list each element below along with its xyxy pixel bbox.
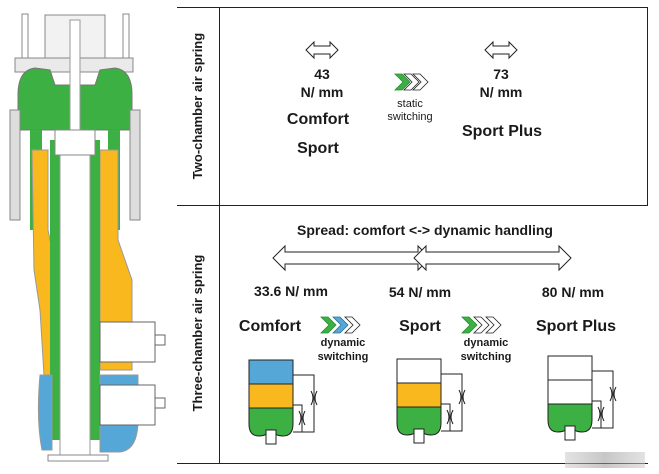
dynamic-switching-label-2: switching [460,351,512,363]
throttle-valve-icon [597,406,601,422]
mode-sport-plus: Sport Plus [535,318,616,335]
throttle-valve-icon [613,386,617,402]
dynamic-switching-chevrons-icon [320,316,361,334]
spread-double-arrow-icon [272,244,572,272]
throttle-valve-icon [446,409,450,425]
piston-rod [413,428,425,444]
chamber-middle [396,382,442,408]
frame-right [647,7,648,206]
watermark [565,452,645,468]
two-chamber-left-value: 43 [314,66,330,82]
throttle-valve-icon [450,409,454,425]
frame-top [177,7,648,8]
valve-line-outer [293,374,315,433]
valve-line-outer [441,373,463,432]
mode-sport: Sport [297,140,339,157]
dynamic-switching-label-1: dynamic [463,337,509,349]
dynamic-switching-chevrons-icon [461,316,502,334]
mode-comfort: Comfort [286,111,350,128]
stiffness-sport: 54 N/ mm [388,284,452,300]
double-arrow-icon [484,40,518,60]
air-spring-cross-section [9,13,166,462]
frame-label-divider [219,7,220,464]
static-switching-chevrons-icon [394,73,429,91]
static-switching-label-2: switching [387,111,433,123]
throttle-valve-icon [458,389,462,405]
three-chamber-section-label: Three-chamber air spring [190,254,205,412]
chamber-top [248,359,294,385]
chamber-top [547,355,593,381]
two-chamber-section-label: Two-chamber air spring [190,32,205,180]
spread-label: Spread: comfort <-> dynamic handling [297,222,553,238]
throttle-valve-icon [462,389,466,405]
throttle-valve-icon [314,390,318,406]
chamber-middle [547,379,593,405]
chamber-diagram-sport-plus [547,355,617,441]
valve-line-inner [293,404,303,432]
throttle-valve-icon [298,410,302,426]
dynamic-switching-label-2: switching [317,351,369,363]
valve-line-inner [592,400,602,428]
mode-comfort: Comfort [238,318,302,335]
chamber-diagram-comfort [248,359,318,445]
two-chamber-left-unit: N/ mm [300,84,344,100]
mode-sport: Sport [399,318,441,335]
valve-line-outer [592,370,614,429]
chamber-diagram-sport [396,358,466,444]
valve-line-inner [441,403,451,431]
frame-middle [177,205,648,206]
two-chamber-right-unit: N/ mm [479,84,523,100]
piston-rod [265,429,277,445]
chamber-top [396,358,442,384]
dynamic-switching-label-1: dynamic [320,337,366,349]
throttle-valve-icon [302,410,306,426]
throttle-valve-icon [601,406,605,422]
frame-bottom [177,463,648,464]
static-switching-label-1: static [397,98,423,110]
two-chamber-right-value: 73 [493,66,509,82]
piston-rod [564,425,576,441]
mode-sport-plus: Sport Plus [461,123,542,140]
stiffness-sport-plus: 80 N/ mm [541,284,605,300]
stiffness-comfort: 33.6 N/ mm [254,283,328,299]
double-arrow-icon [305,40,339,60]
chamber-middle [248,383,294,409]
throttle-valve-icon [310,390,314,406]
throttle-valve-icon [609,386,613,402]
